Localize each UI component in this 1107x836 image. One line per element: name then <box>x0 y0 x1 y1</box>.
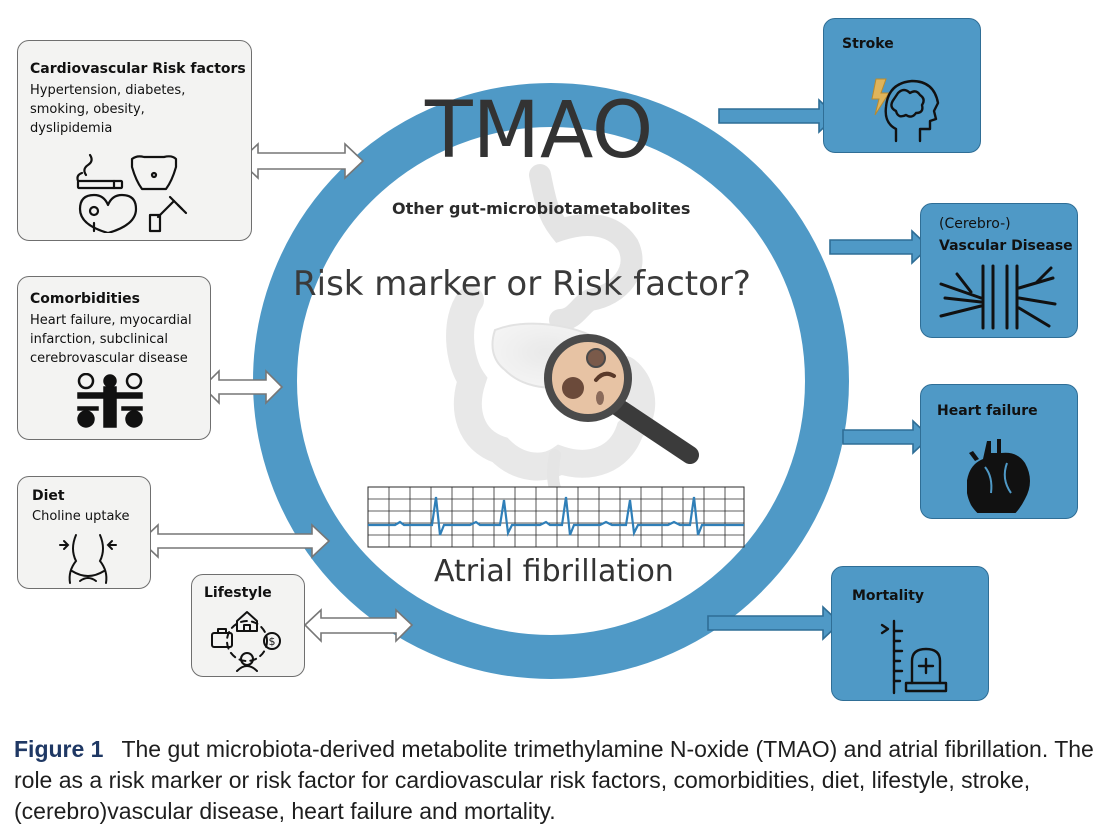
caption-text: The gut microbiota-derived metabolite tr… <box>14 736 1094 824</box>
risk-factors-icon <box>76 153 188 233</box>
box-title: Diet <box>32 488 65 504</box>
box-title: Cardiovascular Risk factors <box>30 61 246 77</box>
box-text: Choline uptake <box>32 509 130 524</box>
double-arrow <box>201 369 284 405</box>
box-text: Hypertension, diabetes, smoking, obesity… <box>30 83 186 136</box>
risk-question: Risk marker or Risk factor? <box>293 264 751 304</box>
box-title: Comorbidities <box>30 291 140 307</box>
waist-icon <box>59 534 117 584</box>
box-title: Mortality <box>852 588 925 604</box>
circle-subtitle: Other gut-microbiotametabolites <box>392 199 691 218</box>
svg-text:$: $ <box>269 635 276 648</box>
box-title: Stroke <box>842 36 894 52</box>
double-arrow <box>303 608 414 643</box>
figure-label: Figure 1 <box>14 736 104 762</box>
ecg-grid <box>367 486 745 548</box>
double-arrow <box>139 523 331 559</box>
brain-lightning-icon <box>871 78 940 143</box>
gut-illustration <box>446 164 656 501</box>
heart-icon <box>967 439 1030 513</box>
box-text: Heart failure, myocardial infarction, su… <box>30 313 192 366</box>
grave-icon <box>880 619 948 695</box>
comorbidities-box: Comorbidities Heart failure, myocardial … <box>17 276 211 440</box>
arrow-right <box>842 419 932 455</box>
ecg-trace <box>368 496 744 537</box>
box-title: Vascular Disease <box>939 238 1073 254</box>
magnifier-icon <box>544 334 699 464</box>
diagram-figure: TMAO Other gut-microbiotametabolites Ris… <box>14 18 1094 824</box>
lifestyle-icon: $ <box>211 611 281 672</box>
lifestyle-box: Lifestyle $ <box>191 574 305 677</box>
stroke-box: Stroke <box>823 18 981 153</box>
arrow-right <box>718 98 838 134</box>
tmao-title: TMAO <box>425 86 654 176</box>
double-arrow <box>238 142 365 180</box>
mortality-box: Mortality <box>831 566 989 701</box>
diagram-artwork <box>139 83 932 679</box>
box-prefix: (Cerebro-) <box>939 216 1011 232</box>
box-title: Heart failure <box>937 403 1038 419</box>
cardiovascular-risk-box: Cardiovascular Risk factors Hypertension… <box>17 40 252 241</box>
heart-failure-box: Heart failure <box>920 384 1078 519</box>
diet-box: Diet Choline uptake <box>17 476 151 589</box>
vascular-disease-box: (Cerebro-) Vascular Disease <box>920 203 1078 338</box>
arrow-right <box>829 229 931 265</box>
atrial-fibrillation-label: Atrial fibrillation <box>434 554 674 589</box>
comorbidities-icon <box>77 373 143 428</box>
box-title: Lifestyle <box>204 585 272 601</box>
vessels-icon <box>939 264 1057 330</box>
